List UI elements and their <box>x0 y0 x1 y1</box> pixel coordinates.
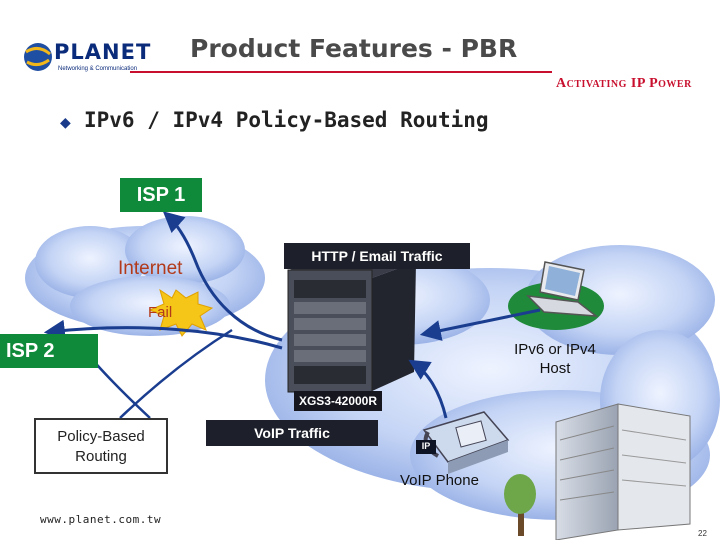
laptop-icon <box>525 261 599 317</box>
logo-subtext: Networking & Communication <box>58 66 138 72</box>
tagline: Activating IP Power <box>556 76 692 91</box>
arrow-switch-to-isp1 <box>162 211 283 342</box>
voip-phone-label: VoIP Phone <box>400 472 479 489</box>
page-number: 22 <box>698 529 707 538</box>
arrow-switch-to-isp2 <box>43 319 283 350</box>
logo-globe-icon <box>24 43 52 71</box>
footer-url: www.planet.com.tw <box>40 513 162 526</box>
host-label-line1: IPv6 or IPv4 <box>514 341 596 358</box>
isp2-label: ISP 2 <box>0 334 98 368</box>
tree-icon <box>504 474 536 536</box>
fail-label: Fail <box>148 304 173 321</box>
pbr-line2: Routing <box>75 448 127 465</box>
host-label: IPv6 or IPv4 Host <box>492 340 618 378</box>
internet-label: Internet <box>118 258 183 279</box>
bullet-diamond-icon: ◆ <box>60 114 71 130</box>
isp1-label: ISP 1 <box>120 178 202 212</box>
fail-burst-icon <box>148 288 214 337</box>
arrow-pbr-2 <box>119 328 233 419</box>
voip-traffic-label: VoIP Traffic <box>206 420 378 446</box>
ip-badge: IP <box>421 441 431 451</box>
host-label-line2: Host <box>539 360 571 377</box>
arrow-host-to-switch <box>419 308 541 341</box>
switch-chassis-icon <box>287 256 416 393</box>
pbr-line1: Policy-Based <box>57 428 145 445</box>
switch-model-label: XGS3-42000R <box>294 391 382 411</box>
pbr-box: Policy-Based Routing <box>34 418 168 474</box>
http-traffic-label: HTTP / Email Traffic <box>284 243 470 269</box>
bullet-text: IPv6 / IPv4 Policy-Based Routing <box>84 108 489 132</box>
page-title: Product Features - PBR <box>190 34 518 63</box>
ip-badge-bg <box>416 440 436 454</box>
voip-phone-icon <box>422 411 510 474</box>
logo-text: PLANET <box>54 40 152 64</box>
arrow-phone-to-switch <box>408 359 448 419</box>
building-icon <box>555 403 691 540</box>
